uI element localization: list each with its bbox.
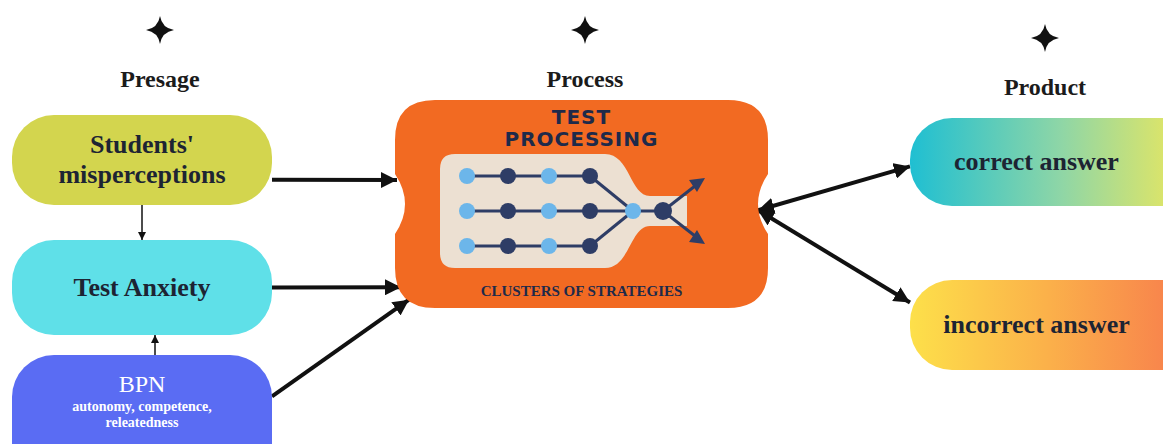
stage-heading: Process [547, 66, 624, 93]
connector-arrow [272, 300, 409, 397]
node-title: BPN [119, 371, 166, 399]
connector-arrow [141, 205, 143, 240]
presage-box: BPNautonomy, competence, releatedness [12, 355, 272, 444]
process-outline [395, 100, 768, 308]
node-title: Test Anxiety [74, 273, 211, 303]
star-symbol [1031, 24, 1059, 52]
strategy-lines [467, 176, 695, 246]
stage-heading: Product [1004, 74, 1086, 101]
presage-box: Students' misperceptions [12, 115, 272, 205]
connector-arrow [758, 166, 910, 210]
presage-box: Test Anxiety [12, 240, 272, 335]
node-subtitle: CLUSTERS OF STRATEGIES [481, 283, 683, 300]
connector-arrow [272, 285, 401, 289]
star-symbol [571, 16, 599, 44]
funnel-shape [440, 154, 687, 268]
strategy-dots [459, 168, 672, 254]
node-title: incorrect answer [943, 310, 1130, 340]
node-title: correct answer [954, 147, 1119, 177]
star-symbol [146, 16, 174, 44]
star-symbol [146, 16, 174, 44]
star-symbol [571, 16, 599, 44]
output-arrowheads [689, 178, 705, 244]
connector-arrow [758, 210, 910, 302]
connector-arrow [272, 178, 397, 182]
connector-arrow [154, 335, 156, 355]
product-box: correct answer [910, 118, 1163, 206]
stage-heading: Presage [120, 66, 200, 93]
node-title: Students' misperceptions [26, 130, 258, 190]
node-subtitle: autonomy, competence, releatedness [42, 399, 242, 431]
node-title: TEST PROCESSING [497, 106, 667, 150]
process-box: TEST PROCESSING CLUSTERS OF STRATEGIES [395, 100, 768, 308]
product-box: incorrect answer [910, 280, 1163, 370]
star-symbol [1031, 24, 1059, 52]
